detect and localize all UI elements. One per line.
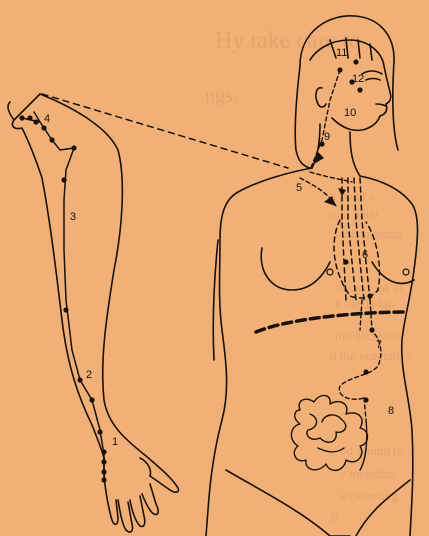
acupoint (27, 115, 32, 120)
acupoints (19, 59, 374, 482)
point-label-11: 11 (336, 47, 347, 59)
acupoint (353, 59, 358, 64)
acupoint (97, 429, 102, 434)
point-label-1: 1 (112, 436, 118, 448)
acupoint (101, 459, 106, 464)
acupoint (363, 369, 368, 374)
acupoint (369, 327, 374, 332)
acupoint (41, 125, 46, 130)
point-label-3: 3 (70, 211, 76, 223)
arm-outline (8, 94, 179, 532)
acupoint (49, 137, 54, 142)
acupoint (367, 293, 372, 298)
background-text-line: d the vegetative (330, 348, 413, 363)
acupoint (343, 259, 348, 264)
acupoint (101, 449, 106, 454)
acupoint (89, 397, 94, 402)
acupoint (19, 115, 24, 120)
point-label-4: 4 (44, 113, 50, 125)
point-label-2: 2 (86, 369, 92, 381)
background-text-line: the decrease (335, 328, 399, 343)
acupoint (77, 377, 82, 382)
background-text-line: a point a (330, 188, 375, 203)
point-label-9: 9 (324, 131, 330, 143)
point-labels: 1 2 3 4 5 6 7 8 9 10 11 12 (44, 47, 394, 448)
background-text-line: e meridian (340, 466, 396, 481)
point-label-5: 5 (296, 182, 302, 194)
point-label-6: 6 (362, 249, 368, 261)
acupoint (101, 469, 106, 474)
point-label-7: 7 (376, 339, 382, 351)
acupoint (61, 177, 66, 182)
acupoint (357, 87, 362, 92)
acupoint (337, 67, 342, 72)
background-text-line: od-bound th (340, 443, 404, 458)
acupoint (33, 119, 38, 124)
background-text: Hy take care to ngs. a point a to a poin… (205, 28, 413, 525)
intestines (291, 395, 367, 470)
point-label-10: 10 (344, 107, 356, 119)
acupoint (63, 307, 68, 312)
point-label-12: 12 (352, 73, 364, 85)
acupoint (101, 477, 106, 482)
point-label-8: 8 (388, 405, 394, 417)
acupoint (71, 145, 76, 150)
background-text-line: ngs. (205, 85, 238, 107)
acupoint (363, 397, 368, 402)
connector-dashed-line (42, 94, 288, 168)
background-text-line: fi (330, 510, 338, 525)
